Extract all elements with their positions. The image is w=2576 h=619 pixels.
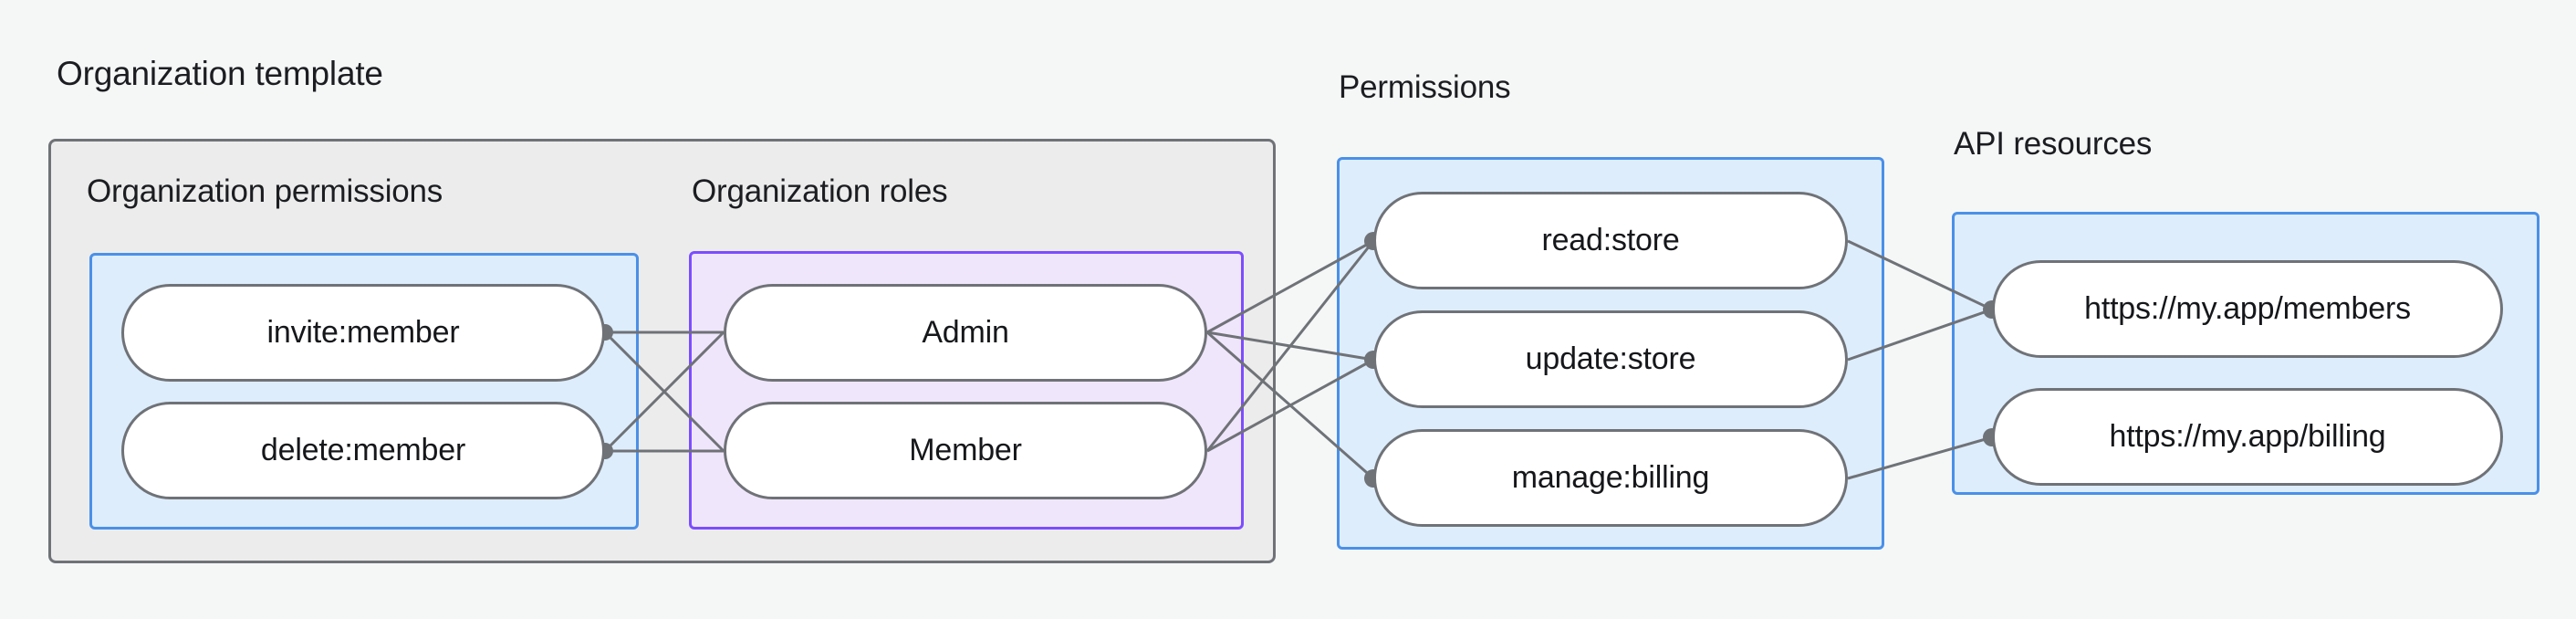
caption-organization-permissions: Organization permissions (87, 173, 443, 209)
node-member[interactable]: Member (724, 402, 1207, 499)
node-label: manage:billing (1511, 460, 1710, 495)
node-read-store[interactable]: read:store (1373, 192, 1848, 289)
node-members-resource[interactable]: https://my.app/members (1992, 260, 2503, 358)
node-label: https://my.app/members (2084, 291, 2411, 326)
node-update-store[interactable]: update:store (1373, 310, 1848, 408)
node-label: https://my.app/billing (2109, 419, 2386, 454)
node-label: update:store (1525, 341, 1696, 376)
node-label: Member (909, 433, 1022, 467)
node-invite-member[interactable]: invite:member (121, 284, 605, 382)
caption-permissions: Permissions (1339, 69, 1511, 105)
caption-organization-roles: Organization roles (692, 173, 948, 209)
node-admin[interactable]: Admin (724, 284, 1207, 382)
node-label: delete:member (260, 433, 466, 467)
caption-api-resources: API resources (1954, 126, 2153, 162)
node-label: read:store (1541, 223, 1680, 257)
node-billing-resource[interactable]: https://my.app/billing (1992, 388, 2503, 486)
node-manage-billing[interactable]: manage:billing (1373, 429, 1848, 527)
node-label: invite:member (266, 315, 460, 350)
node-label: Admin (922, 315, 1009, 350)
node-delete-member[interactable]: delete:member (121, 402, 605, 499)
caption-organization-template: Organization template (57, 55, 383, 92)
